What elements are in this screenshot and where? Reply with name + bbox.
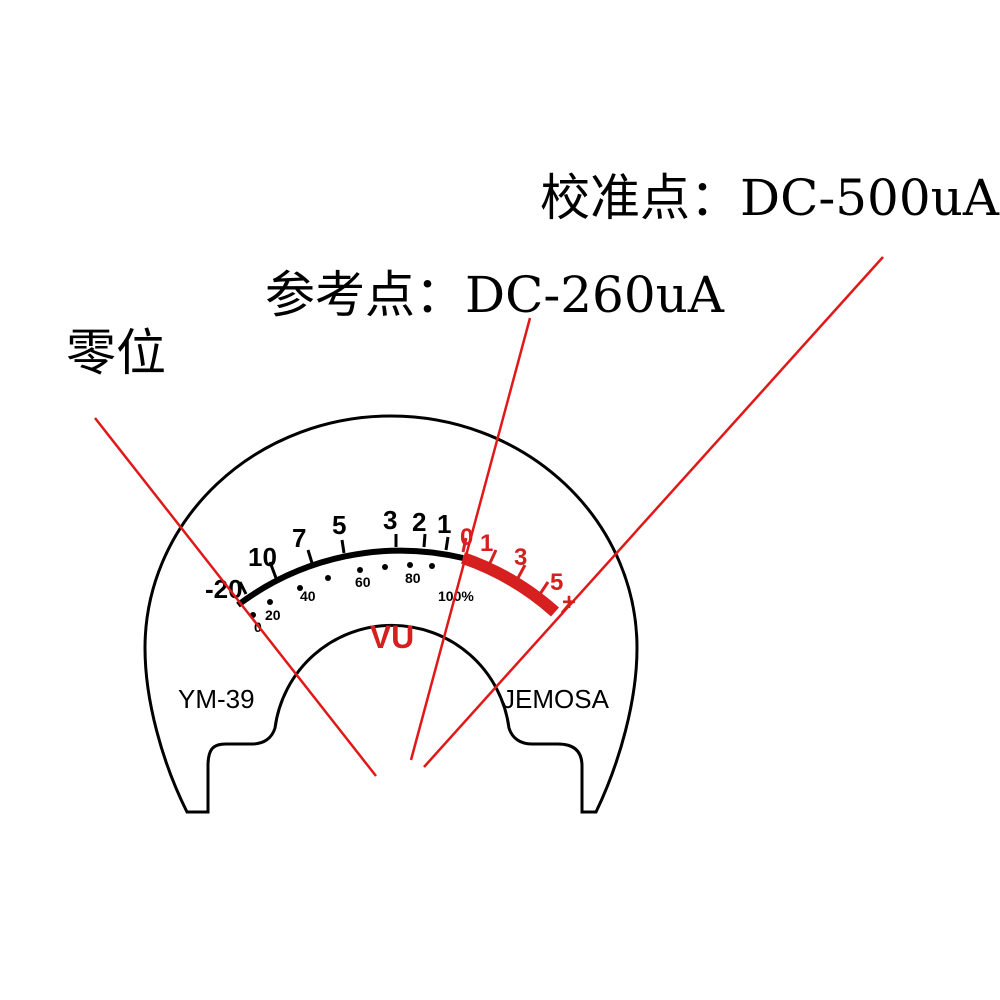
reference-point-label: 参考点：DC-260uA	[265, 266, 725, 324]
zero-position-label: 零位	[66, 324, 166, 382]
black-ticks	[238, 533, 450, 595]
dot	[325, 575, 331, 581]
vu-num-plus3: 3	[514, 544, 527, 571]
vu-num-1: 1	[437, 509, 451, 539]
pct-num-80: 80	[405, 570, 421, 586]
dot	[407, 562, 413, 568]
dot	[429, 563, 435, 569]
model-label: YM-39	[178, 684, 255, 714]
tick	[516, 564, 527, 579]
vu-num-plus5: 5	[550, 569, 563, 596]
vu-num-5: 5	[332, 510, 346, 540]
reference-point-line	[409, 317, 532, 761]
tick	[461, 537, 468, 553]
vu-num-10: 10	[248, 542, 277, 572]
calibration-point-label: 校准点：DC-500uA	[540, 169, 1000, 227]
tick	[422, 533, 427, 548]
vu-num-3: 3	[383, 505, 397, 535]
vu-num-plus1: 1	[480, 530, 493, 557]
pct-num-40: 40	[300, 588, 316, 604]
dot	[297, 585, 303, 591]
tick	[340, 539, 346, 554]
vu-unit-label: VU	[370, 619, 414, 655]
tick	[538, 581, 550, 595]
zero-position-line	[94, 417, 377, 777]
dot	[357, 567, 363, 573]
pct-num-60: 60	[355, 574, 371, 590]
brand-label: JEMOSA	[502, 684, 610, 714]
indicator-lines	[94, 256, 884, 777]
tick	[306, 549, 314, 564]
dot	[267, 599, 273, 605]
tick	[488, 549, 498, 564]
dot	[382, 564, 388, 570]
meter-face-outline	[143, 414, 639, 814]
tick	[444, 536, 450, 551]
red-zone-arc	[461, 552, 559, 617]
vu-scale-arc	[236, 547, 464, 608]
tick	[268, 561, 278, 579]
pct-num-20: 20	[265, 607, 281, 623]
tick	[238, 581, 248, 595]
vu-num-2: 2	[412, 507, 426, 537]
calibration-point-line	[423, 256, 884, 768]
vu-num-7: 7	[292, 523, 306, 553]
percent-dots	[250, 562, 435, 618]
